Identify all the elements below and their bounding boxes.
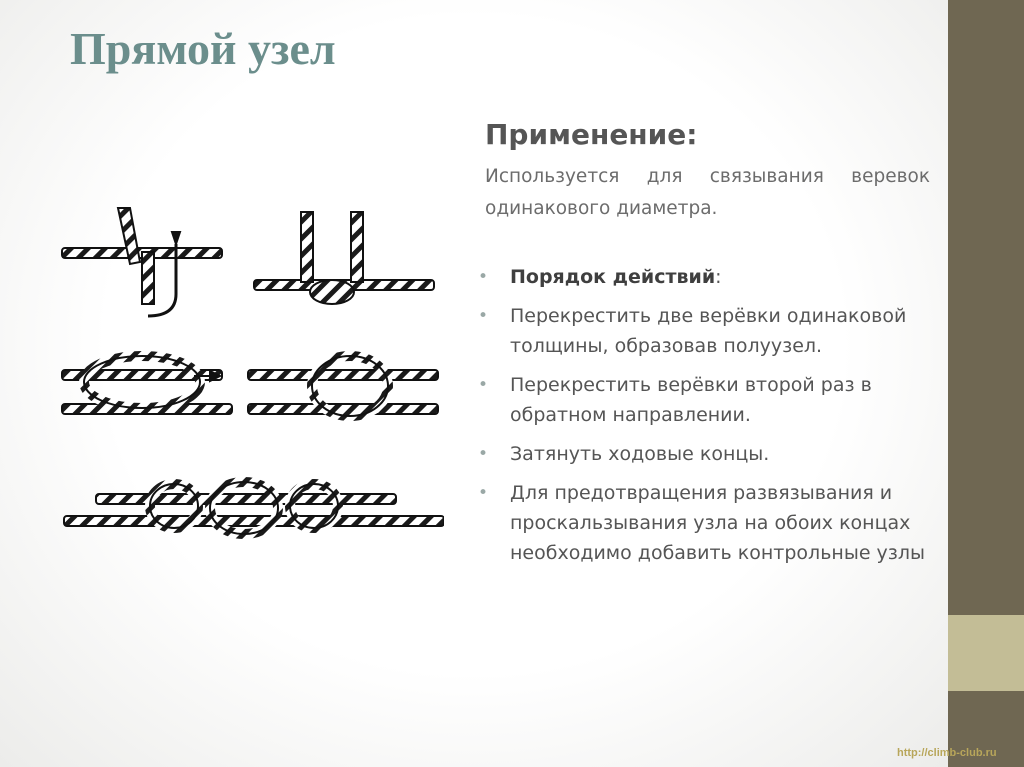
section-description: Используется для связывания веревок один… [485, 166, 930, 219]
footer-url-link[interactable]: http://climb-club.ru [897, 747, 997, 759]
list-item: • Порядок действий: [478, 262, 938, 292]
side-accent-block [948, 615, 1024, 691]
bullet-dot-icon: • [478, 444, 489, 464]
step-text: Перекрестить верёвки второй раз в обратн… [510, 374, 872, 426]
slide-background [0, 0, 948, 767]
list-item: • Затянуть ходовые концы. [478, 439, 938, 469]
application-section: Применение: Используется для связывания … [485, 118, 935, 225]
step-text: Для предотвращения развязывания и проска… [510, 482, 926, 564]
page-title: Прямой узел [70, 23, 336, 74]
bullet-dot-icon: • [478, 483, 489, 503]
knot-step-4 [247, 351, 439, 421]
list-item: • Для предотвращения развязывания и прос… [478, 478, 938, 568]
knot-step-1 [61, 207, 223, 318]
bullet-dot-icon: • [478, 375, 489, 395]
list-item: • Перекрестить две верёвки одинаковой то… [478, 301, 938, 361]
bullet-dot-icon: • [478, 306, 489, 326]
steps-list: • Порядок действий: • Перекрестить две в… [478, 262, 938, 577]
steps-heading-colon: : [715, 266, 722, 288]
knot-step-5 [63, 477, 444, 539]
step-text: Перекрестить две верёвки одинаковой толщ… [510, 305, 907, 357]
list-item: • Перекрестить верёвки второй раз в обра… [478, 370, 938, 430]
knot-step-2 [253, 211, 435, 305]
section-heading: Применение: [485, 118, 698, 151]
bullet-dot-icon: • [478, 267, 489, 287]
knot-step-3 [61, 351, 233, 415]
step-text: Затянуть ходовые концы. [510, 443, 770, 465]
knot-illustration [61, 207, 444, 539]
steps-heading: Порядок действий [510, 266, 716, 288]
